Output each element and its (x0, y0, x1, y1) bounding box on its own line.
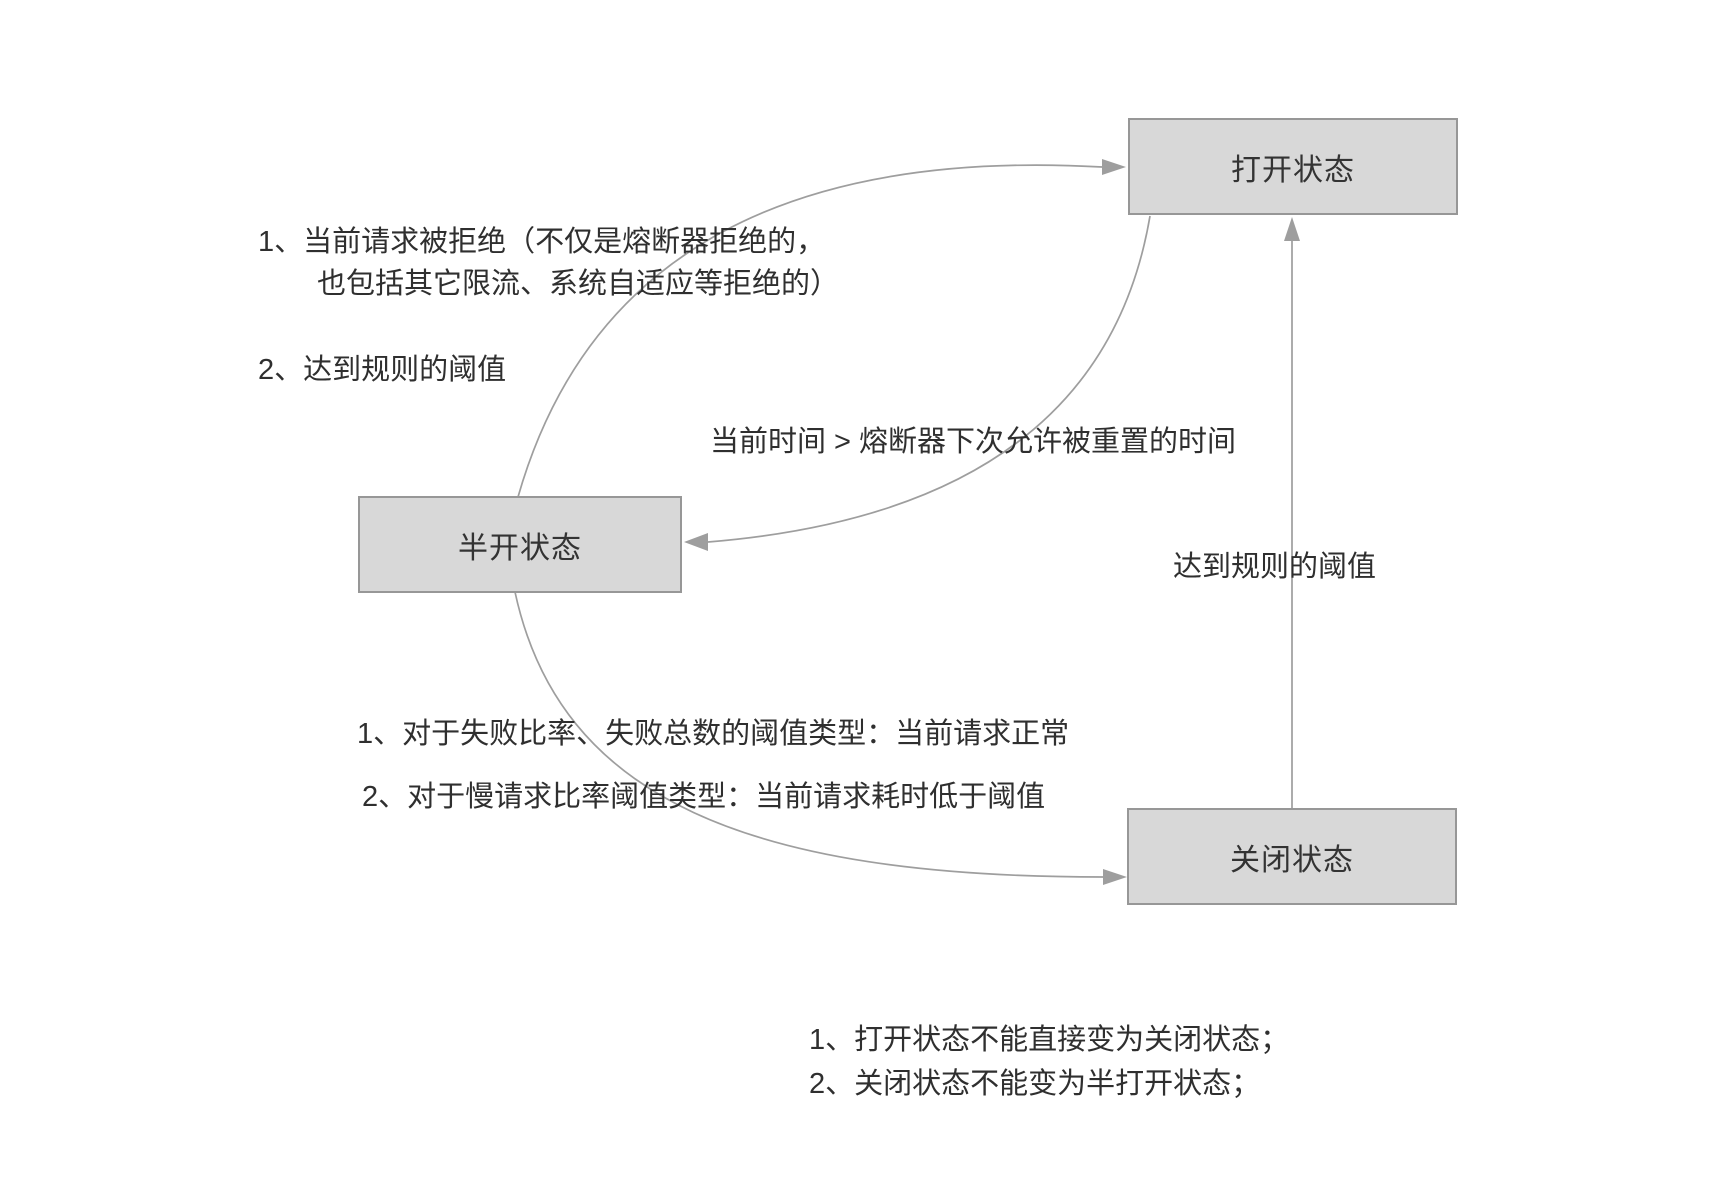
edge-label-closed-to-open: 达到规则的阈值 (1173, 551, 1377, 583)
arrowhead-into-open-bottom-icon (1284, 217, 1300, 241)
edge-label-halfopen-to-closed-line1: 1、对于失败比率、失败总数的阈值类型：当前请求正常 (357, 718, 1070, 750)
diagram-note-line2: 2、关闭状态不能变为半打开状态； (809, 1068, 1261, 1100)
edge-halfopen-to-closed (514, 591, 1104, 878)
edge-halfopen-to-open (517, 164, 1103, 498)
state-node-open-label: 打开状态 (1231, 153, 1355, 187)
edge-label-halfopen-to-open-line3: 2、达到规则的阈值 (258, 354, 507, 386)
state-node-half-open: 半开状态 (358, 496, 682, 593)
edge-label-halfopen-to-open-line2: 也包括其它限流、系统自适应等拒绝的） (317, 268, 840, 300)
edge-label-halfopen-to-open-line1: 1、当前请求被拒绝（不仅是熔断器拒绝的， (258, 226, 826, 258)
diagram-note-line1: 1、打开状态不能直接变为关闭状态； (809, 1024, 1290, 1056)
edge-open-to-halfopen (707, 215, 1151, 543)
arrowhead-into-halfopen-right-icon (684, 533, 708, 551)
state-node-open: 打开状态 (1128, 118, 1458, 215)
edge-label-open-to-halfopen: 当前时间 > 熔断器下次允许被重置的时间 (710, 426, 1237, 458)
arrowhead-into-closed-left-icon (1103, 869, 1127, 885)
state-node-closed-label: 关闭状态 (1230, 843, 1354, 877)
arrowhead-into-open-left-icon (1102, 159, 1126, 175)
edge-label-halfopen-to-closed-line2: 2、对于慢请求比率阈值类型：当前请求耗时低于阈值 (362, 781, 1046, 813)
state-node-closed: 关闭状态 (1127, 808, 1457, 905)
state-node-half-open-label: 半开状态 (458, 531, 582, 565)
